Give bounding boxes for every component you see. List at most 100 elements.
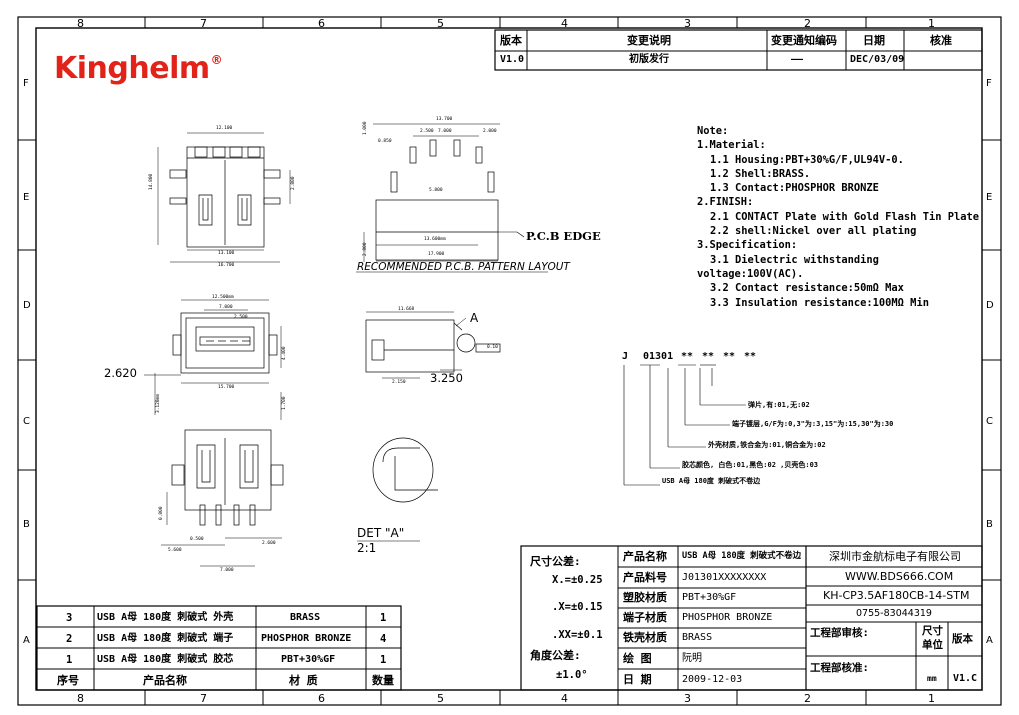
row-e-left: E — [23, 192, 30, 203]
note-line: 2.2 shell:Nickel over all plating — [710, 225, 917, 238]
dim-side-right: 3.250 — [430, 371, 463, 385]
part-code-seg-2: ** — [702, 351, 715, 362]
bom-table-grid — [36, 605, 402, 691]
col-8-top: 8 — [77, 17, 84, 30]
bom-row-3-name: USB A母 180度 刺破式 外壳 — [97, 612, 234, 623]
dim-top-overall: 16.700 — [218, 263, 235, 268]
info-label-plastic: 塑胶材质 — [623, 591, 667, 604]
angle-tolerance-title: 角度公差: — [530, 649, 581, 662]
column-ticks-top — [18, 17, 1001, 705]
dim-front-top: 12.500mm — [212, 295, 234, 300]
dim-front-small: 2.500 — [234, 315, 248, 320]
dim-bottom-vert: 0.800 — [159, 506, 164, 520]
col-5-top: 5 — [437, 17, 444, 30]
bom-row-2-no: 2 — [66, 633, 73, 645]
col-7-bottom: 7 — [200, 692, 207, 705]
angle-tolerance-value: ±1.0° — [556, 669, 588, 681]
dim-front-pitch: 7.000 — [219, 305, 233, 310]
part-code-legend-color: 胶芯颜色, 白色:01,黑色:02 ,贝壳色:03 — [682, 461, 819, 469]
info-value-product-name: USB A母 180度 刺破式不卷边 — [682, 551, 802, 561]
col-2-top: 2 — [804, 17, 811, 30]
bom-row-2-qty: 4 — [380, 633, 387, 645]
row-a-left: A — [23, 635, 30, 646]
col-1-top: 1 — [928, 17, 935, 30]
info-value-part-number: J01301XXXXXXXX — [682, 572, 767, 583]
note-line: 1.3 Contact:PHOSPHOR BRONZE — [710, 182, 879, 195]
col-8-bottom: 8 — [77, 692, 84, 705]
row-c-left: C — [23, 416, 30, 427]
col-4-top: 4 — [561, 17, 568, 30]
inner-frame — [35, 27, 983, 691]
rev-row-description: 初版发行 — [629, 54, 669, 65]
outer-frame — [17, 16, 1002, 706]
info-label-drawn-by: 绘 图 — [623, 652, 652, 665]
part-code-seg-3: ** — [723, 351, 736, 362]
title-block-grid — [520, 545, 983, 691]
part-code-legend-plating: 端子镀层,G/F为:0,3"为:3,15"为:15,30"为:30 — [732, 420, 894, 428]
dim-top-width: 12.100 — [216, 126, 233, 131]
info-label-date: 日 期 — [623, 673, 652, 686]
dim-front-h3: 1.700 — [282, 396, 287, 410]
rev-header-notice-code: 变更通知编码 — [771, 34, 837, 47]
dim-bottom-left: 5.600 — [168, 548, 182, 553]
rev-row-version: V1.0 — [500, 54, 525, 65]
note-line: 1.1 Housing:PBT+30%G/F,UL94V-0. — [710, 153, 904, 166]
part-code-legend-type: USB A母 180度 刺破式不卷边 — [662, 477, 761, 485]
info-value-terminal: PHOSPHOR BRONZE — [682, 612, 773, 623]
info-value-shell: BRASS — [682, 632, 713, 643]
bom-row-1-material: PBT+30%GF — [281, 654, 336, 665]
tolerance-title: 尺寸公差: — [530, 555, 581, 568]
col-6-bottom: 6 — [318, 692, 325, 705]
dim-pcb-right: 2.000 — [483, 129, 497, 134]
company-website[interactable]: WWW.BDS666.COM — [845, 570, 954, 583]
rev-header-description: 变更说明 — [627, 34, 671, 47]
spec-notes: Note: 1.Material: 1.1 Housing:PBT+30%G/F… — [697, 124, 979, 310]
note-line: 3.2 Contact resistance:50mΩ Max — [710, 282, 904, 295]
bom-row-2-material: PHOSPHOR BRONZE — [261, 633, 352, 644]
dim-pcb-mid: 5.800 — [429, 188, 443, 193]
rev-row-notice-code: —— — [791, 54, 804, 65]
dim-pcb-small: 2.500 — [420, 129, 434, 134]
company-phone: 0755-83044319 — [856, 608, 932, 619]
col-3-top: 3 — [684, 17, 691, 30]
review-label: 工程部审核: — [810, 627, 869, 639]
unit-label-line-2: 单位 — [922, 639, 943, 651]
col-5-bottom: 5 — [437, 692, 444, 705]
version-label: 版本 — [952, 633, 973, 645]
bom-header-qty: 数量 — [372, 674, 394, 687]
tolerance-xx: .X=±0.15 — [552, 601, 603, 613]
kinghelm-logo: Kinghelm® — [54, 51, 223, 86]
dim-bottom-vert2: 0.500 — [190, 537, 204, 542]
bom-header-name: 产品名称 — [143, 674, 187, 687]
dim-side-top: 11.668 — [398, 307, 415, 312]
col-7-top: 7 — [200, 17, 207, 30]
row-c-right: C — [986, 416, 993, 427]
note-line: 2.FINISH: — [697, 196, 754, 209]
bom-row-3-material: BRASS — [290, 612, 321, 623]
row-a-right: A — [986, 635, 993, 646]
part-code-seg-4: ** — [744, 351, 757, 362]
rev-header-version: 版本 — [500, 34, 522, 47]
dim-front-h1: 4.400 — [282, 346, 287, 360]
rev-header-date: 日期 — [863, 34, 885, 47]
bom-row-3-qty: 1 — [380, 612, 387, 624]
dim-top-height: 14.800 — [149, 173, 154, 190]
dim-pcb-bottom: 13.600mm — [424, 237, 446, 242]
row-d-right: D — [986, 300, 994, 311]
bom-row-1-name: USB A母 180度 刺破式 胶芯 — [97, 654, 234, 665]
info-value-plastic: PBT+30%GF — [682, 592, 737, 603]
part-code-j: J — [622, 351, 629, 362]
row-d-left: D — [23, 300, 31, 311]
tolerance-xxx: .XX=±0.1 — [552, 629, 603, 641]
dim-front-width: 15.700 — [218, 385, 235, 390]
dim-pcb-overall: 17.900 — [428, 252, 445, 257]
bom-header-no: 序号 — [57, 674, 79, 687]
dim-pcb-left: 1.000 — [363, 121, 368, 135]
row-e-right: E — [986, 192, 993, 203]
dim-bottom-right: 7.000 — [220, 568, 234, 573]
col-3-bottom: 3 — [684, 692, 691, 705]
col-4-bottom: 4 — [561, 692, 568, 705]
bom-row-2-name: USB A母 180度 刺破式 端子 — [97, 633, 234, 644]
dim-pcb-left2: 0.850 — [378, 139, 392, 144]
